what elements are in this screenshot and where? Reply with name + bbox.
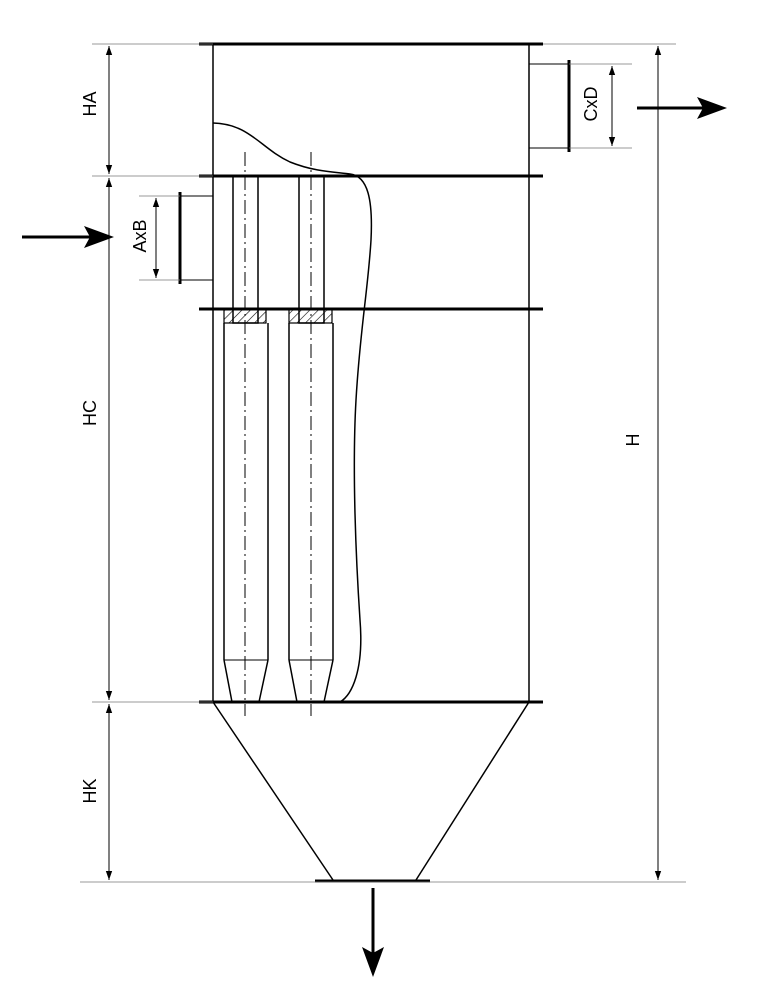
outlet-flow-arrow — [637, 97, 727, 119]
cutaway-line — [212, 122, 373, 703]
housing — [199, 42, 543, 704]
hopper-cone — [212, 701, 530, 883]
left-dimension-chain: HA HC HK — [80, 43, 686, 883]
inlet-flow-arrow — [22, 226, 114, 248]
cyclone-element-right — [288, 152, 334, 716]
label-cxd: CxD — [581, 87, 601, 122]
total-height-dimension: H — [543, 43, 676, 880]
cyclone-element-left — [223, 152, 269, 716]
inlet-pipe — [178, 192, 213, 284]
dust-discharge-arrow — [362, 888, 384, 977]
label-axb: AxB — [130, 219, 150, 252]
label-ha: HA — [80, 91, 100, 116]
label-hc: HC — [80, 400, 100, 426]
outlet-dimension: CxD — [569, 63, 632, 149]
label-h: H — [623, 434, 643, 447]
inlet-dimension: AxB — [130, 195, 180, 281]
label-hk: HK — [80, 778, 100, 803]
outlet-pipe — [529, 60, 571, 152]
